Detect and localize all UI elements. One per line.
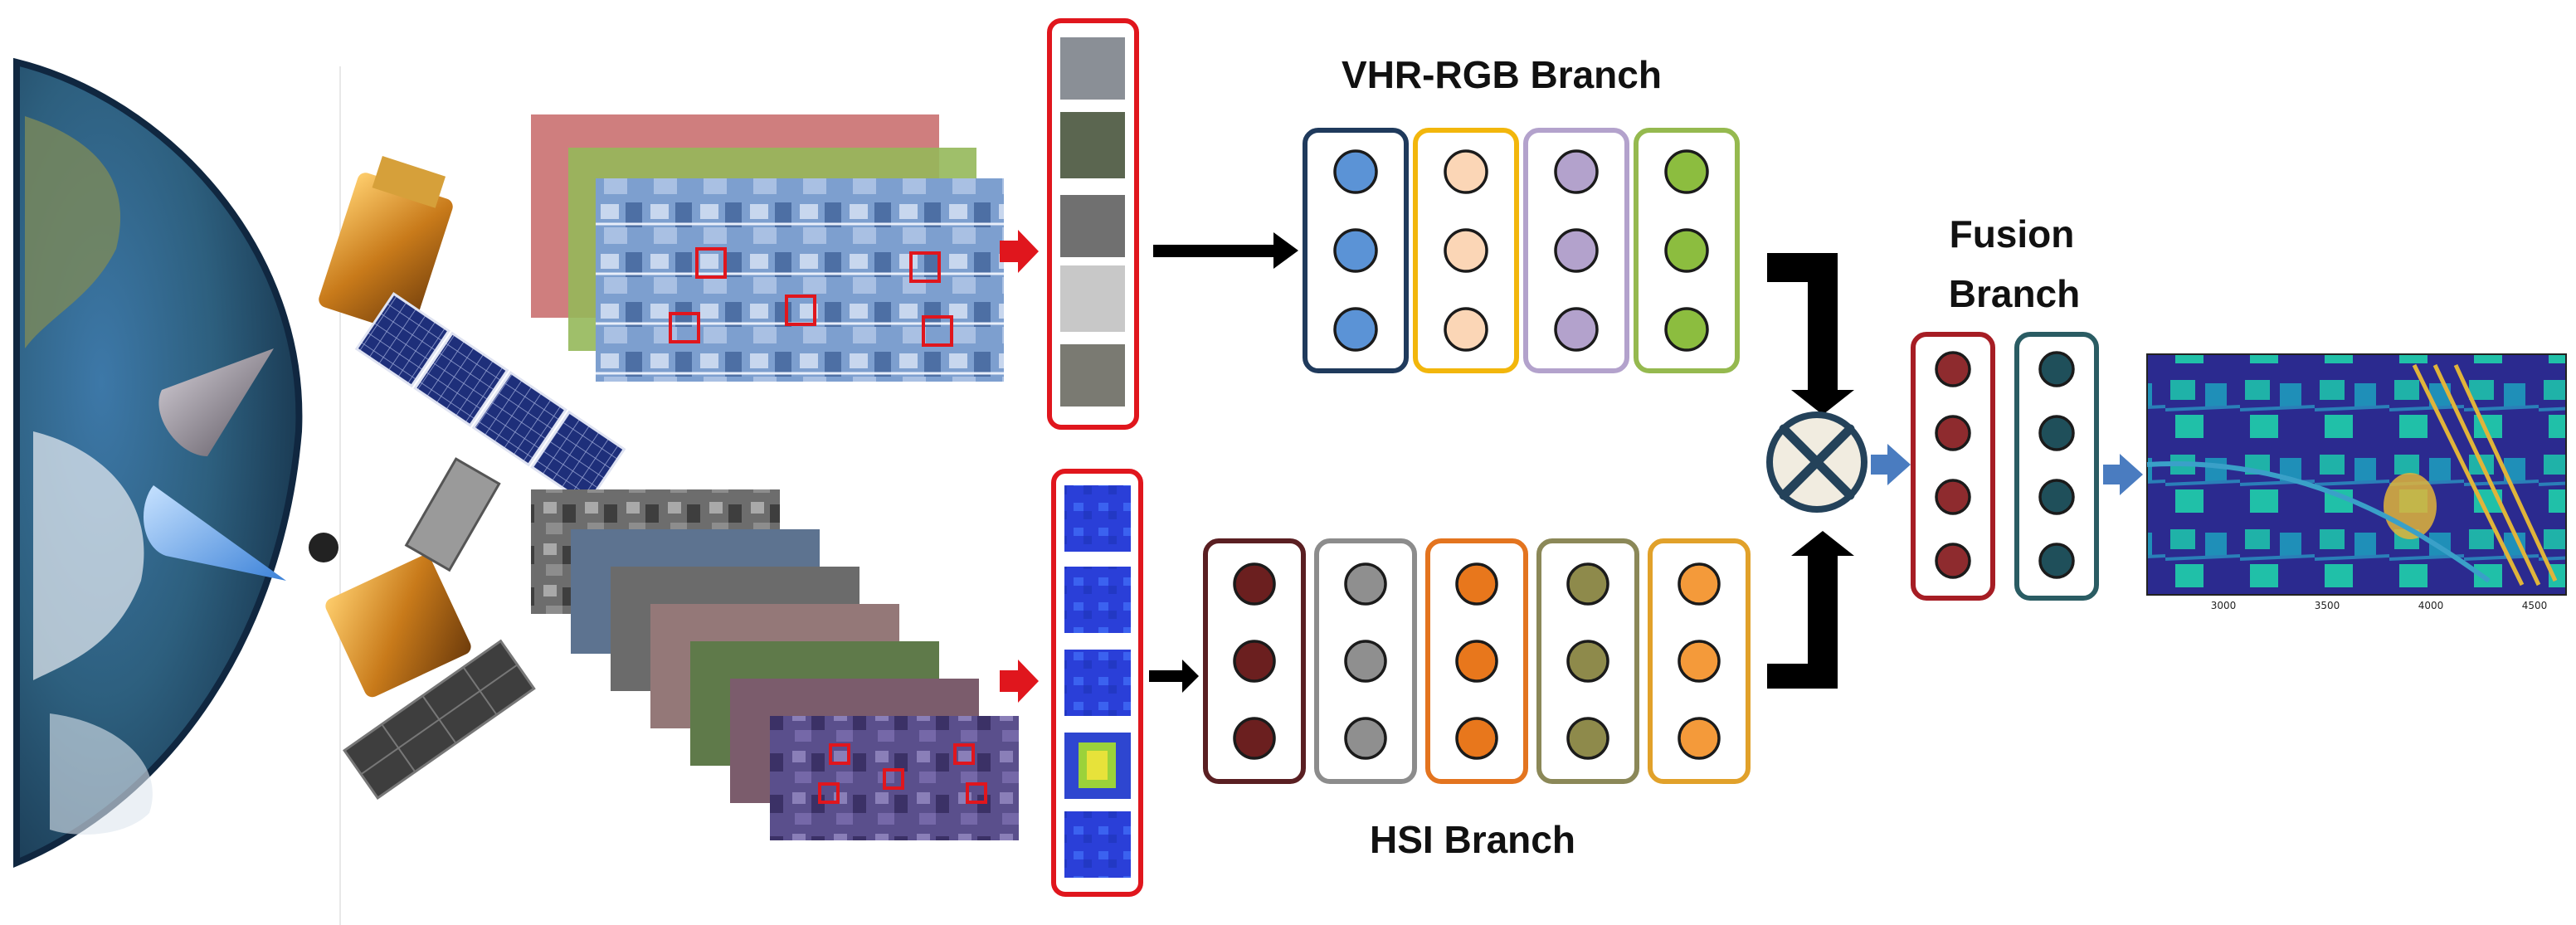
neuron-node — [1935, 351, 1971, 387]
neuron-node — [1678, 717, 1721, 760]
neuron-node — [1664, 149, 1709, 194]
satellite-icon — [309, 457, 536, 801]
neuron-node — [1935, 415, 1971, 451]
neuron-node — [1566, 717, 1609, 760]
neuron-node — [1664, 228, 1709, 273]
blue-arrow-icon — [1871, 444, 1911, 485]
hsi-branch-layers — [1203, 538, 1751, 784]
black-arrow-icon — [1149, 660, 1199, 693]
neuron-node — [1678, 640, 1721, 683]
neuron-node — [1333, 149, 1378, 194]
neuron-node — [1664, 307, 1709, 352]
black-elbow-arrow-icon — [1767, 253, 1854, 415]
neuron-node — [2038, 543, 2075, 579]
fusion-branch-title-line2: Branch — [1949, 272, 2080, 315]
neuron-node — [1344, 717, 1387, 760]
vhr-rgb-image-stack — [531, 114, 1004, 382]
black-elbow-arrow-icon — [1767, 531, 1854, 689]
vhr-rgb-branch-layers — [1303, 128, 1740, 373]
neuron-node — [1444, 307, 1488, 352]
red-arrow-icon — [1000, 660, 1039, 703]
map-tick-label: 4000 — [2418, 600, 2444, 611]
neuron-node — [1554, 149, 1599, 194]
neuron-node — [1344, 562, 1387, 606]
hsi-image-stack — [531, 489, 1019, 840]
neuron-node — [1444, 228, 1488, 273]
satellite-icon — [319, 156, 626, 506]
vhr-branch-title: VHR-RGB Branch — [1342, 53, 1662, 96]
map-tick-label: 3500 — [2315, 600, 2340, 611]
neuron-node — [1333, 307, 1378, 352]
sensor-cone-icon — [144, 348, 286, 581]
neuron-node — [1233, 717, 1276, 760]
neuron-node — [1233, 640, 1276, 683]
fusion-columns-column — [2014, 332, 2099, 601]
earth-globe-icon — [13, 57, 303, 869]
blue-arrow-icon — [2103, 454, 2143, 495]
neuron-node — [1233, 562, 1276, 606]
hsi-branch-title: HSI Branch — [1370, 818, 1575, 861]
hsi-patch-column — [1051, 469, 1143, 897]
neuron-node — [1444, 149, 1488, 194]
neuron-node — [1678, 562, 1721, 606]
neuron-node — [1455, 717, 1498, 760]
neuron-node — [1455, 562, 1498, 606]
neuron-node — [2038, 479, 2075, 515]
neuron-node — [2038, 351, 2075, 387]
neuron-node — [1935, 479, 1971, 515]
neuron-node — [1566, 640, 1609, 683]
neuron-node — [1333, 228, 1378, 273]
map-tick-label: 4500 — [2522, 600, 2548, 611]
neuron-node — [1455, 640, 1498, 683]
fusion-branch-title-line1: Fusion — [1950, 212, 2075, 256]
map-tick-label: 3000 — [2211, 600, 2237, 611]
fusion-branch-layers — [1911, 332, 2099, 601]
multiply-circle-icon — [1766, 411, 1867, 513]
red-arrow-icon — [1000, 230, 1039, 273]
neuron-node — [1344, 640, 1387, 683]
black-arrow-icon — [1153, 232, 1298, 269]
classification-output-map: 3000 3500 4000 4500 — [2146, 353, 2567, 611]
fusion-columns-column — [1911, 332, 1995, 601]
neuron-node — [1554, 228, 1599, 273]
neuron-node — [1935, 543, 1971, 579]
vhr-patch-column — [1047, 18, 1139, 430]
neuron-node — [2038, 415, 2075, 451]
neuron-node — [1554, 307, 1599, 352]
neuron-node — [1566, 562, 1609, 606]
